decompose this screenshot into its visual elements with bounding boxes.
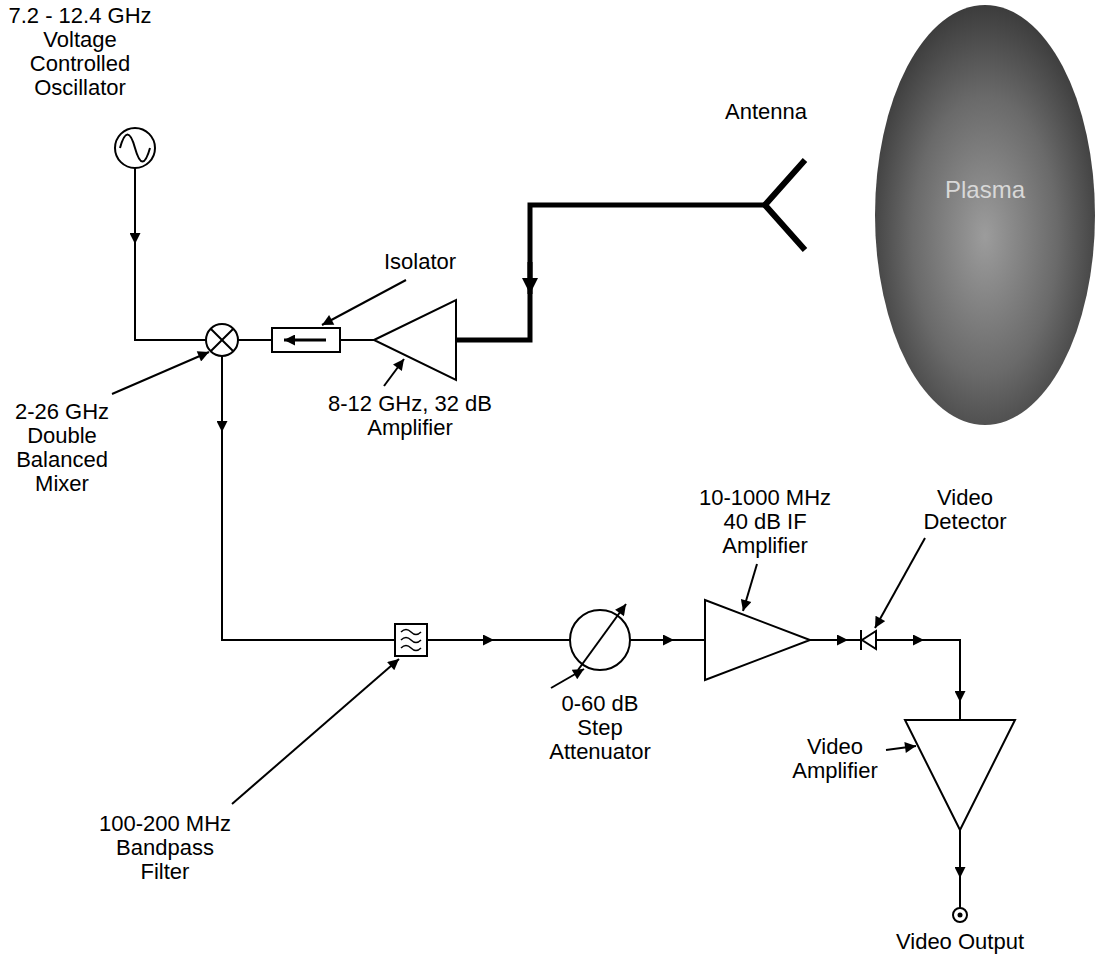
mixer-cross xyxy=(211,329,234,352)
flow-arrow xyxy=(648,639,674,641)
lo-wire xyxy=(135,168,206,340)
amplifier-symbol xyxy=(705,600,810,680)
plasma-region: Plasma xyxy=(875,5,1095,425)
component-label: Antenna xyxy=(725,100,807,124)
amplifier-symbol xyxy=(905,720,1015,830)
filter-waves xyxy=(401,630,421,651)
leader-line xyxy=(886,746,916,750)
leader-line xyxy=(743,564,757,611)
if-wire xyxy=(630,639,705,641)
isolator-arrow xyxy=(284,339,326,342)
component-label: Isolator xyxy=(384,250,456,274)
flow-arrow xyxy=(959,852,961,878)
component-label: Video Detector xyxy=(915,486,1015,534)
region-label: Plasma xyxy=(885,177,1085,203)
rf-wire xyxy=(340,339,374,341)
component-label: Video Amplifier xyxy=(785,735,885,783)
flow-arrow xyxy=(528,262,533,294)
plasma-ellipse xyxy=(875,5,1095,425)
diode-symbol xyxy=(862,631,876,649)
video-wire xyxy=(876,640,960,720)
flow-arrow xyxy=(134,222,136,244)
component-label: 100-200 MHz Bandpass Filter xyxy=(95,812,235,884)
rf-wire xyxy=(238,339,272,341)
flow-arrow xyxy=(221,410,223,432)
isolator-symbol xyxy=(272,328,340,352)
component-label: 2-26 GHz Double Balanced Mixer xyxy=(2,400,122,496)
component-label: 8-12 GHz, 32 dB Amplifier xyxy=(315,392,505,440)
leader-line xyxy=(551,669,584,688)
antenna-symbol xyxy=(765,160,805,250)
component-label: 0-60 dB Step Attenuator xyxy=(545,692,655,764)
flow-arrow xyxy=(822,639,848,641)
attenuator-arrow xyxy=(578,604,626,670)
flow-arrow xyxy=(470,639,494,641)
leader-line xyxy=(875,538,925,628)
amplifier-symbol xyxy=(374,300,456,380)
output-terminal xyxy=(953,908,967,922)
flow-arrow xyxy=(959,676,961,702)
if-wire xyxy=(810,639,860,641)
leader-line xyxy=(232,659,399,804)
sine-symbol xyxy=(120,135,150,162)
component-label: 10-1000 MHz 40 dB IF Amplifier xyxy=(693,486,838,558)
flow-arrow xyxy=(898,639,924,641)
leader-line xyxy=(112,352,209,394)
waveguide-line xyxy=(456,205,765,340)
component-label: 7.2 - 12.4 GHz Voltage Controlled Oscill… xyxy=(5,4,155,100)
oscillator-symbol xyxy=(115,128,155,168)
leader-line xyxy=(384,359,404,386)
leader-line xyxy=(322,280,406,325)
component-label: Video Output xyxy=(896,930,1024,954)
if-wire xyxy=(427,639,570,641)
terminal-dot xyxy=(958,913,963,918)
video-wire xyxy=(959,830,961,908)
filter-symbol xyxy=(395,624,427,656)
mixer-symbol xyxy=(206,324,238,356)
